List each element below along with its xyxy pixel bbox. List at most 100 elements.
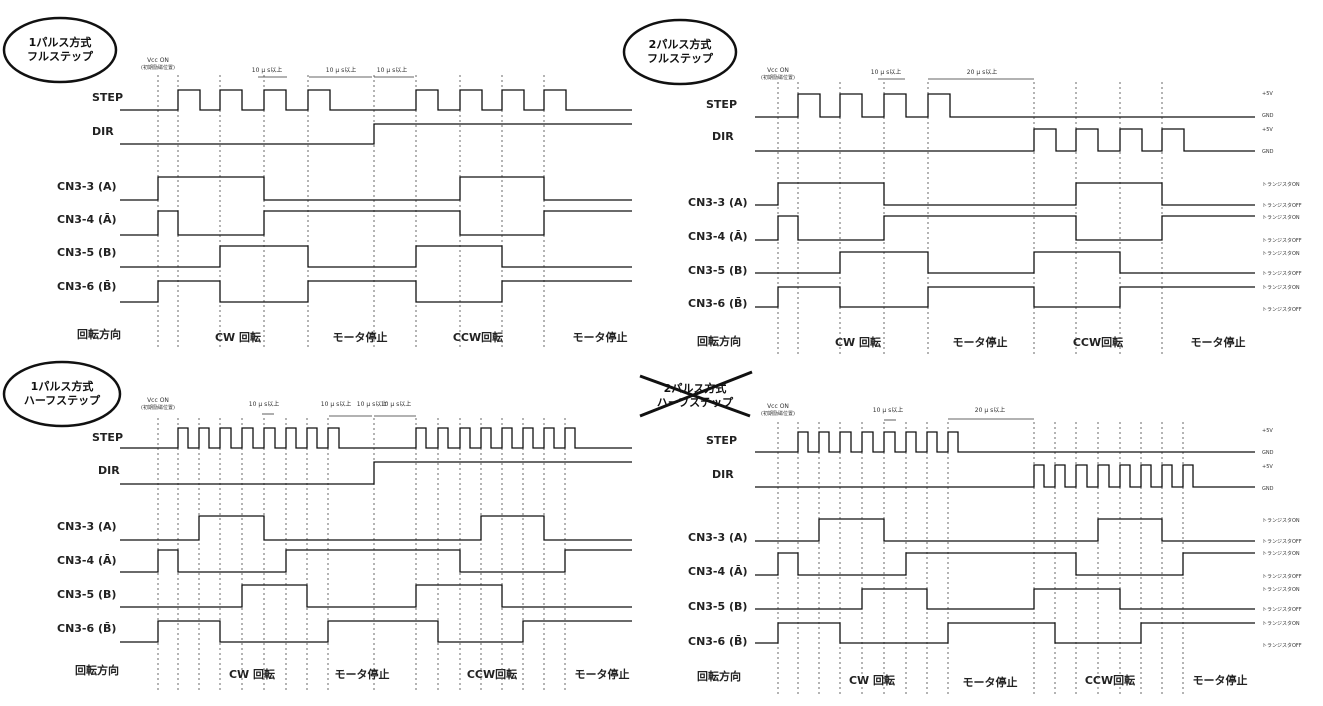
panel-4-vcc-sub: (初期励磁位置) [761, 410, 795, 417]
panel-4-level-dir-low: GND [1262, 486, 1274, 492]
panel-4-region-ccw: CCW回転 [1085, 673, 1135, 687]
panel-1-signal-dir: DIR [92, 125, 114, 138]
panel-4-wave-step [755, 431, 1255, 453]
panel-4-wave-cn36 [755, 622, 1255, 644]
panel-4-region-cw: CW 回転 [849, 673, 895, 687]
panel-4-level-step-low: GND [1262, 450, 1274, 456]
panel-1-timing-3: 10 μ s以上 [377, 66, 407, 74]
panel-2-region-stop1: モータ停止 [953, 335, 1008, 349]
panel-2-signal-cn34: CN3-4 (Ā) [688, 230, 748, 243]
panel-1-region-cw: CW 回転 [215, 330, 261, 344]
panel-3-region-cw: CW 回転 [229, 667, 275, 681]
panel-4-level-labels: +5V GND +5V GND トランジスタON トランジスタOFF トランジス… [1262, 428, 1302, 649]
panel-2-wave-dir [755, 128, 1255, 152]
panel-4-level-cn34-off: トランジスタOFF [1262, 573, 1302, 580]
panel-3-wave-cn34 [120, 549, 632, 573]
panel-4-level-cn36-off: トランジスタOFF [1262, 642, 1302, 649]
panel-2-level-cn36-on: トランジスタON [1262, 284, 1300, 291]
panel-2-waveforms [755, 93, 1255, 308]
panel-1-signal-step: STEP [92, 91, 123, 104]
panel-3-signal-cn34: CN3-4 (Ā) [57, 554, 117, 567]
panel-1-region-stop1: モータ停止 [333, 330, 388, 344]
panel-3-wave-cn36 [120, 620, 632, 643]
panel-4-timing-arrows [884, 418, 1034, 421]
panel-1-region-ccw: CCW回転 [453, 330, 503, 344]
panel-2-title-line2: フルステップ [647, 51, 714, 65]
panel-2-level-cn34-off: トランジスタOFF [1262, 237, 1302, 244]
panel-3-region-ccw: CCW回転 [467, 667, 517, 681]
panel-2-region-stop2: モータ停止 [1191, 335, 1246, 349]
panel-4-region-stop1: モータ停止 [963, 675, 1018, 689]
panel-2-timing-1: 10 μ s以上 [871, 68, 901, 76]
panel-4-wave-dir [755, 464, 1255, 488]
panel-3-signal-cn36: CN3-6 (B̄) [57, 622, 116, 635]
panel-2-wave-cn35 [755, 251, 1255, 274]
panel-2-level-cn35-on: トランジスタON [1262, 250, 1300, 257]
panel-2-title-line1: 2パルス方式 [649, 37, 712, 51]
panel-2-vcc-sub: (初期励磁位置) [761, 74, 795, 81]
panel-1-wave-cn34 [120, 210, 632, 236]
panel-3-signal-step: STEP [92, 431, 123, 444]
panel-3-region-stop2: モータ停止 [575, 667, 630, 681]
panel-1-wave-step [120, 89, 632, 111]
panel-4-direction-label: 回転方向 [697, 669, 741, 683]
panel-1-timing-2: 10 μ s以上 [326, 66, 356, 74]
panel-3-signal-cn33: CN3-3 (A) [57, 520, 117, 533]
panel-1-wave-dir [120, 123, 632, 145]
panel-2-region-cw: CW 回転 [835, 335, 881, 349]
panel-2-wave-cn33 [755, 182, 1255, 206]
panel-3-title-line2: ハーフステップ [24, 393, 101, 407]
panel-4-level-cn35-on: トランジスタON [1262, 586, 1300, 593]
panel-2-timing-2: 20 μ s以上 [967, 68, 997, 76]
panel-2-wave-cn34 [755, 215, 1255, 241]
panel-4-level-cn33-on: トランジスタON [1262, 517, 1300, 524]
panel-3-wave-cn33 [120, 515, 632, 541]
panel-1-gridlines [157, 75, 545, 350]
panel-3-vcc-label: Vcc ON [147, 397, 169, 404]
panel-1-vcc-label: Vcc ON [147, 57, 169, 64]
panel-1-wave-cn35 [120, 245, 632, 268]
panel-1-wave-cn36 [120, 280, 632, 303]
panel-4-level-cn35-off: トランジスタOFF [1262, 606, 1302, 613]
panel-2-level-cn33-on: トランジスタON [1262, 181, 1300, 188]
panel-2-level-dir-high: +5V [1262, 127, 1273, 133]
panel-4-signal-cn34: CN3-4 (Ā) [688, 565, 748, 578]
panel-2-level-dir-low: GND [1262, 149, 1274, 155]
panel-4-timing-1: 10 μ s以上 [873, 406, 903, 414]
panel-3-direction-label: 回転方向 [75, 663, 119, 677]
panel-4-region-stop2: モータ停止 [1193, 673, 1248, 687]
panel-2-vcc-label: Vcc ON [767, 67, 789, 74]
panel-3-vcc-sub: (初期励磁位置) [141, 404, 175, 411]
panel-3-title-line1: 1パルス方式 [31, 379, 94, 393]
panel-1-wave-cn33 [120, 176, 632, 201]
panel-2-signal-step: STEP [706, 98, 737, 111]
panel-2-level-labels: +5V GND +5V GND トランジスタON トランジスタOFF トランジス… [1262, 91, 1302, 313]
panel-3-timing-1: 10 μ s以上 [249, 400, 279, 408]
panel-3-gridlines [157, 418, 566, 690]
panel-2-level-step-high: +5V [1262, 91, 1273, 97]
panel-3-timing-2: 10 μ s以上 [321, 400, 351, 408]
panel-4-waveforms [755, 431, 1255, 644]
panel-3-timing-4: 10 μ s以上 [381, 400, 411, 408]
panel-3-signal-cn35: CN3-5 (B) [57, 588, 116, 601]
panel-3-timing-arrows [262, 413, 416, 417]
panel-2-title-ellipse [622, 18, 738, 86]
panel-2-wave-step [755, 93, 1255, 118]
panel-1-waveforms [120, 89, 632, 303]
panel-1-signal-cn36: CN3-6 (B̄) [57, 280, 116, 293]
panel-4-wave-cn34 [755, 552, 1255, 576]
panel-1-direction-label: 回転方向 [77, 327, 121, 341]
panel-4-level-cn33-off: トランジスタOFF [1262, 538, 1302, 545]
panel-3-region-stop1: モータ停止 [335, 667, 390, 681]
panel-3-wave-step [120, 427, 632, 449]
panel-1-signal-cn34: CN3-4 (Ā) [57, 213, 117, 226]
panel-4-level-dir-high: +5V [1262, 464, 1273, 470]
panel-2-signal-dir: DIR [712, 130, 734, 143]
panel-3-wave-cn35 [120, 584, 632, 608]
panel-4-signal-cn35: CN3-5 (B) [688, 600, 747, 613]
panel-1-signal-cn35: CN3-5 (B) [57, 246, 116, 259]
panel-1: 1パルス方式 フルステップ Vcc ON (初期励磁位置) 10 μ s以上 1… [2, 16, 632, 350]
panel-3: 1パルス方式 ハーフステップ Vcc ON (初期励磁位置) 10 μ s以上 … [2, 360, 632, 690]
panel-2-signal-cn35: CN3-5 (B) [688, 264, 747, 277]
